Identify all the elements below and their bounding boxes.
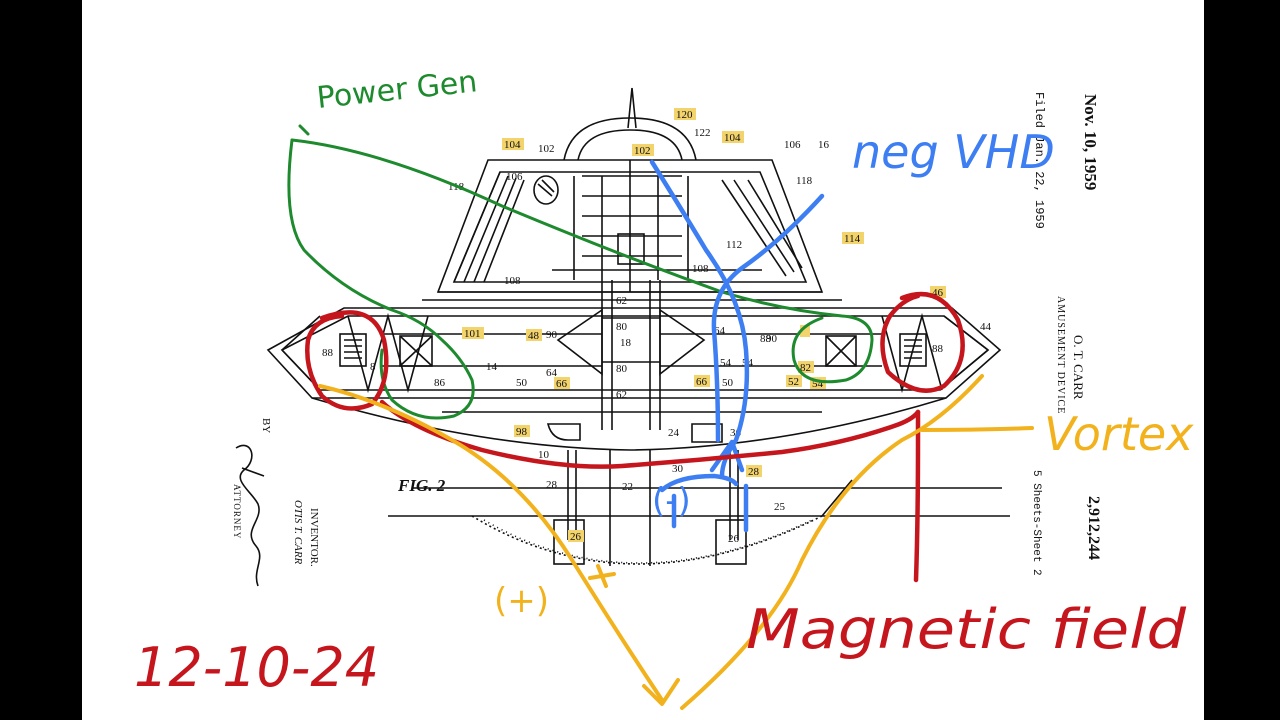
patent-page: Nov. 10, 1959 Filed Jan. 22, 1959 O. T. … <box>82 0 1204 720</box>
svg-text:102: 102 <box>538 143 555 155</box>
svg-text:90: 90 <box>546 329 558 341</box>
svg-text:98: 98 <box>516 426 528 438</box>
svg-text:30: 30 <box>672 463 684 475</box>
svg-text:106: 106 <box>506 171 523 183</box>
svg-text:22: 22 <box>622 481 633 493</box>
svg-text:118: 118 <box>796 175 813 187</box>
svg-text:106: 106 <box>784 139 801 151</box>
handwritten-date: 12-10-24 <box>134 636 379 699</box>
power-gen-label: Power Gen <box>315 64 479 116</box>
svg-text:26: 26 <box>570 531 582 543</box>
svg-text:80: 80 <box>616 363 628 375</box>
saucer-cross-section <box>266 87 1010 566</box>
svg-text:64: 64 <box>714 325 726 337</box>
neg-vhd-label: neg VHD <box>852 125 1055 179</box>
svg-text:62: 62 <box>616 389 627 401</box>
svg-text:86: 86 <box>434 377 446 389</box>
svg-text:102: 102 <box>634 145 651 157</box>
svg-text:66: 66 <box>556 378 568 390</box>
reference-numerals: 122 106 16 102 106 118 118 112 108 108 6… <box>322 127 992 545</box>
svg-text:88: 88 <box>322 347 334 359</box>
svg-text:52: 52 <box>788 376 799 388</box>
attorney-signature <box>235 444 265 587</box>
svg-text:101: 101 <box>464 328 481 340</box>
svg-text:36: 36 <box>730 427 742 439</box>
svg-text:88: 88 <box>932 343 944 355</box>
svg-text:28: 28 <box>748 466 760 478</box>
svg-text:54: 54 <box>720 357 732 369</box>
svg-text:108: 108 <box>692 263 709 275</box>
svg-text:50: 50 <box>722 377 734 389</box>
svg-text:112: 112 <box>726 239 742 251</box>
svg-text:64: 64 <box>546 367 558 379</box>
svg-text:26: 26 <box>728 533 740 545</box>
svg-text:48: 48 <box>528 330 540 342</box>
vortex-annotation <box>318 374 1034 710</box>
svg-text:108: 108 <box>504 275 521 287</box>
svg-text:46: 46 <box>932 287 944 299</box>
svg-text:25: 25 <box>774 501 786 513</box>
svg-text:82: 82 <box>800 362 811 374</box>
minus-sign-label: (-) <box>652 481 691 521</box>
vortex-label: Vortex <box>1044 407 1194 461</box>
svg-text:16: 16 <box>818 139 830 151</box>
svg-text:114: 114 <box>844 233 861 245</box>
svg-text:24: 24 <box>668 427 680 439</box>
svg-text:62: 62 <box>616 295 627 307</box>
neg-vhd-annotation <box>649 159 825 533</box>
magnetic-field-label: Magnetic field <box>746 598 1187 661</box>
svg-text:122: 122 <box>694 127 711 139</box>
svg-text:18: 18 <box>620 337 632 349</box>
figure-label: FIG. 2 <box>398 476 446 495</box>
svg-text:120: 120 <box>676 109 693 121</box>
svg-text:90: 90 <box>766 333 778 345</box>
plus-sign-label: (+) <box>494 581 549 621</box>
svg-text:66: 66 <box>696 376 708 388</box>
svg-text:50: 50 <box>516 377 528 389</box>
power-gen-annotation <box>287 124 874 420</box>
svg-text:8: 8 <box>370 361 376 373</box>
svg-text:104: 104 <box>724 132 741 144</box>
svg-text:28: 28 <box>546 479 558 491</box>
svg-text:80: 80 <box>616 321 628 333</box>
svg-text:54: 54 <box>812 378 824 390</box>
svg-text:104: 104 <box>504 139 521 151</box>
svg-text:14: 14 <box>486 361 498 373</box>
svg-text:10: 10 <box>538 449 550 461</box>
highlighted-numerals: 120 104 104 102 114 101 48 66 98 46 82 5… <box>462 108 946 543</box>
svg-text:44: 44 <box>980 321 992 333</box>
patent-drawing: 122 106 16 102 106 118 118 112 108 108 6… <box>134 64 1194 710</box>
magnetic-field-annotation <box>305 291 965 583</box>
svg-text:88: 88 <box>760 333 772 345</box>
